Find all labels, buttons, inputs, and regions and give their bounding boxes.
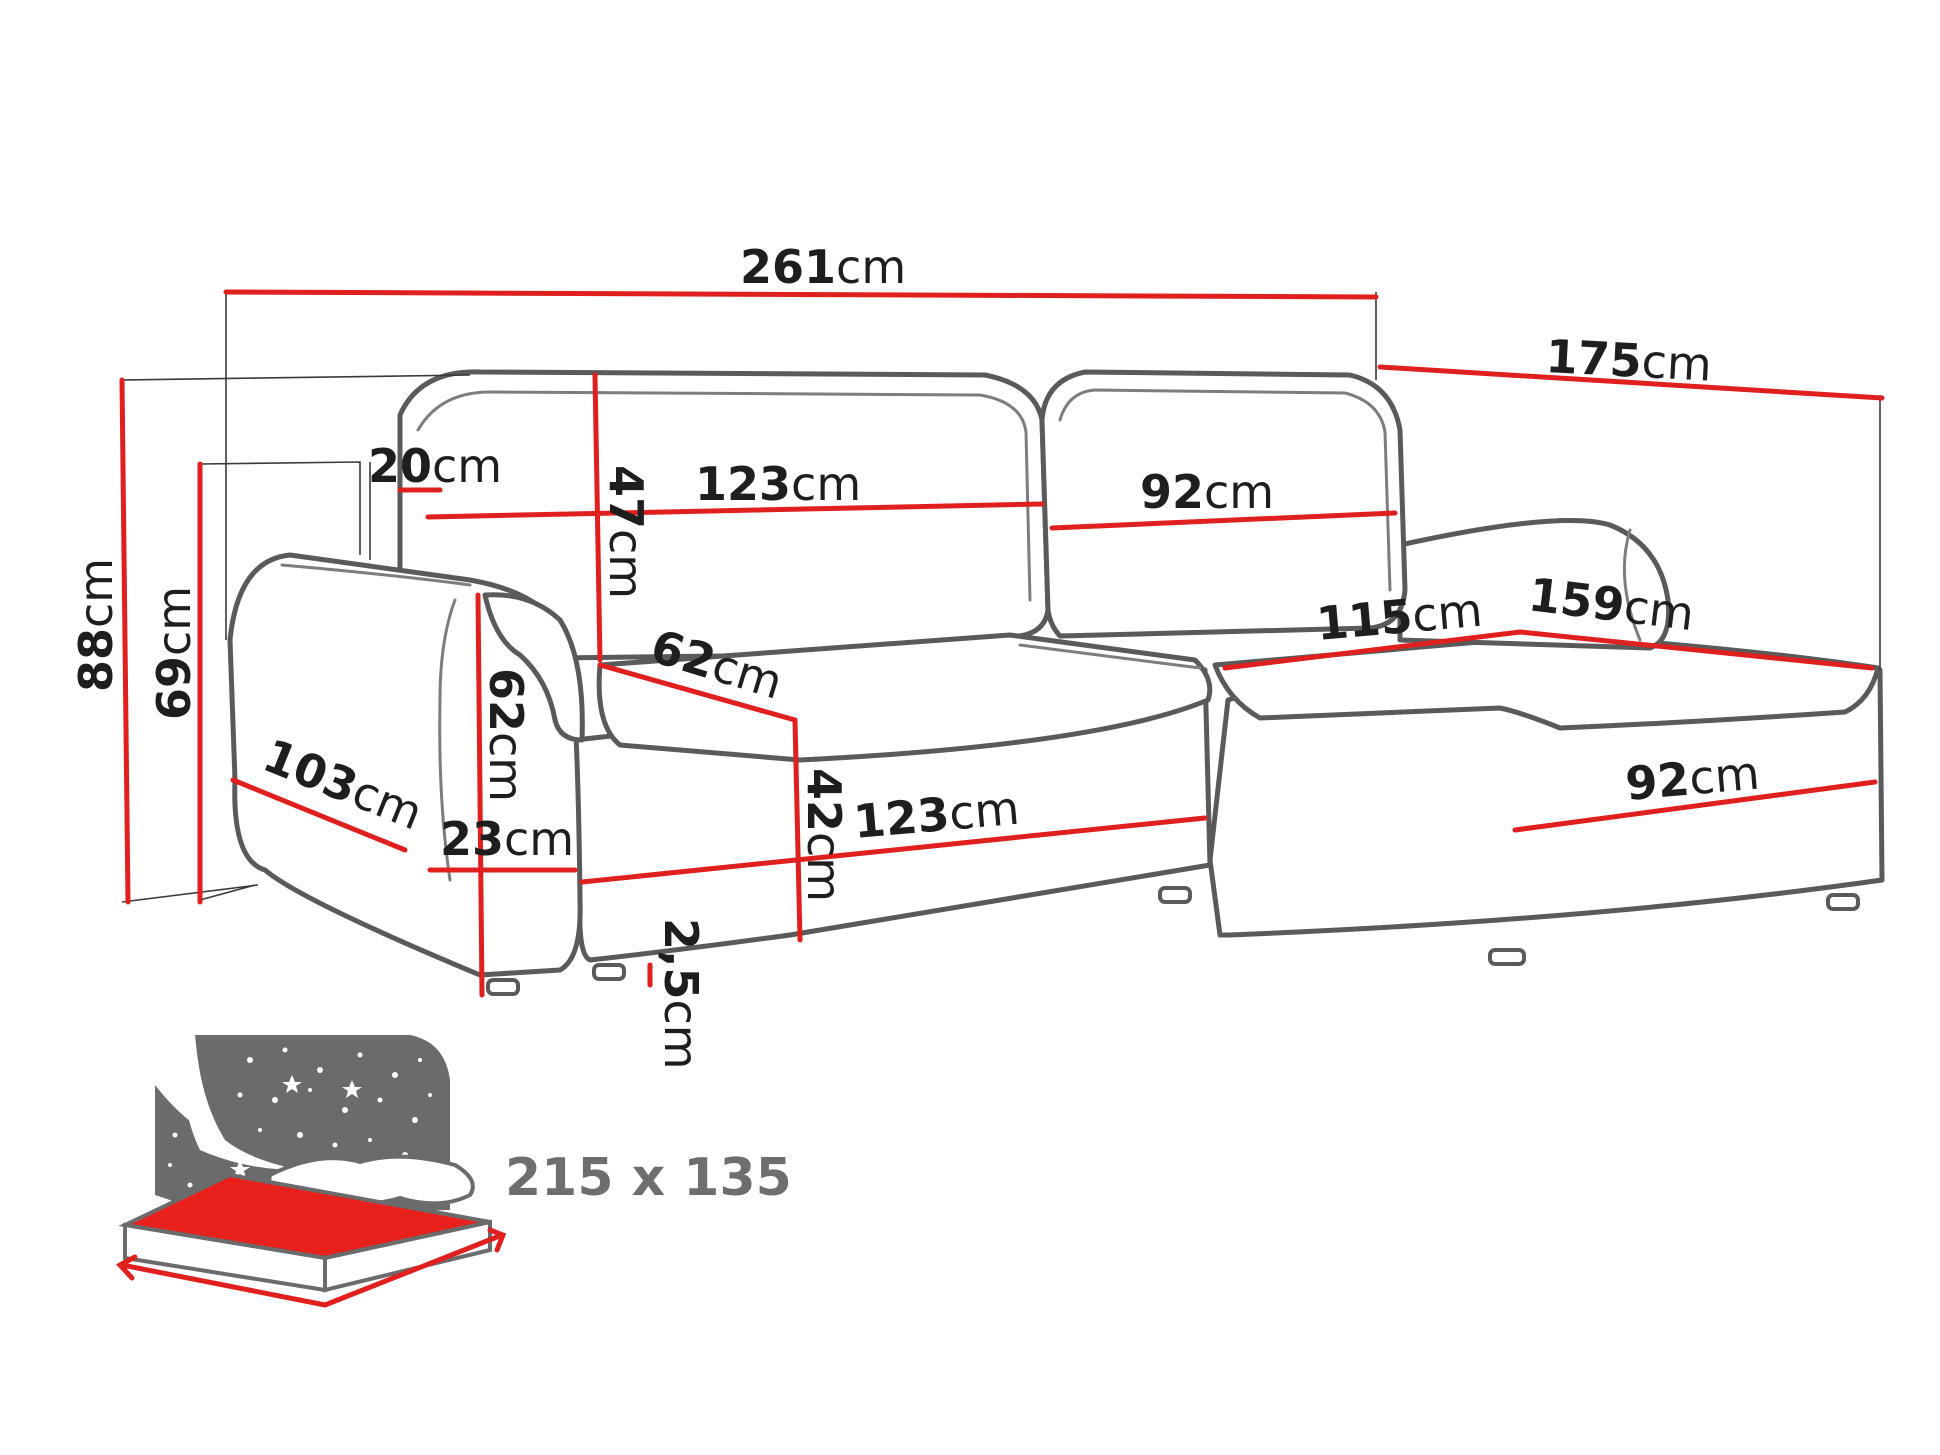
label-armrest-width: 23cm bbox=[440, 812, 574, 866]
chaise-armrest bbox=[1397, 518, 1672, 651]
seat-cushion bbox=[596, 632, 1213, 763]
leg bbox=[1826, 893, 1860, 911]
dimension-labels: 261cm 175cm 88cm 69cm 20cm 47cm 123cm 92… bbox=[69, 240, 1762, 1070]
label-chaise-seat-depth: 159cm bbox=[1526, 567, 1697, 641]
label-leg-height: 2,5cm bbox=[654, 918, 708, 1070]
label-chaise-length: 175cm bbox=[1544, 329, 1713, 392]
label-seat-height: 42cm bbox=[797, 768, 851, 902]
sleeping-area-label: 215 x 135 bbox=[505, 1148, 792, 1208]
leg bbox=[1488, 948, 1526, 966]
label-back-cushion-right: 92cm bbox=[1140, 465, 1274, 519]
label-back-cushion-left: 123cm bbox=[695, 457, 861, 511]
stars bbox=[168, 1047, 432, 1188]
label-armrest-inner-height: 62cm bbox=[479, 668, 533, 802]
dimension-lines bbox=[119, 289, 1885, 998]
label-chaise-seat-width: 115cm bbox=[1314, 583, 1484, 651]
label-backrest-thickness: 20cm bbox=[368, 439, 502, 493]
sofa-drawing bbox=[227, 369, 1885, 996]
leg bbox=[1158, 886, 1192, 904]
leg bbox=[592, 963, 626, 981]
sleeping-area-icon: 215 x 135 bbox=[115, 1035, 792, 1308]
label-armrest-height: 69cm bbox=[147, 586, 201, 720]
leg bbox=[486, 978, 520, 996]
armrest-scroll bbox=[482, 592, 585, 743]
extension-lines bbox=[121, 292, 1881, 986]
chaise-cushion bbox=[1212, 632, 1881, 731]
label-total-height: 88cm bbox=[69, 558, 123, 692]
label-backrest-height: 47cm bbox=[599, 465, 653, 599]
label-overall-width: 261cm bbox=[740, 240, 906, 294]
back-cushion-left bbox=[397, 369, 1051, 663]
label-seat-front-width: 123cm bbox=[851, 781, 1021, 849]
label-chaise-front-width: 92cm bbox=[1623, 745, 1761, 810]
back-cushion-right bbox=[1039, 369, 1408, 639]
